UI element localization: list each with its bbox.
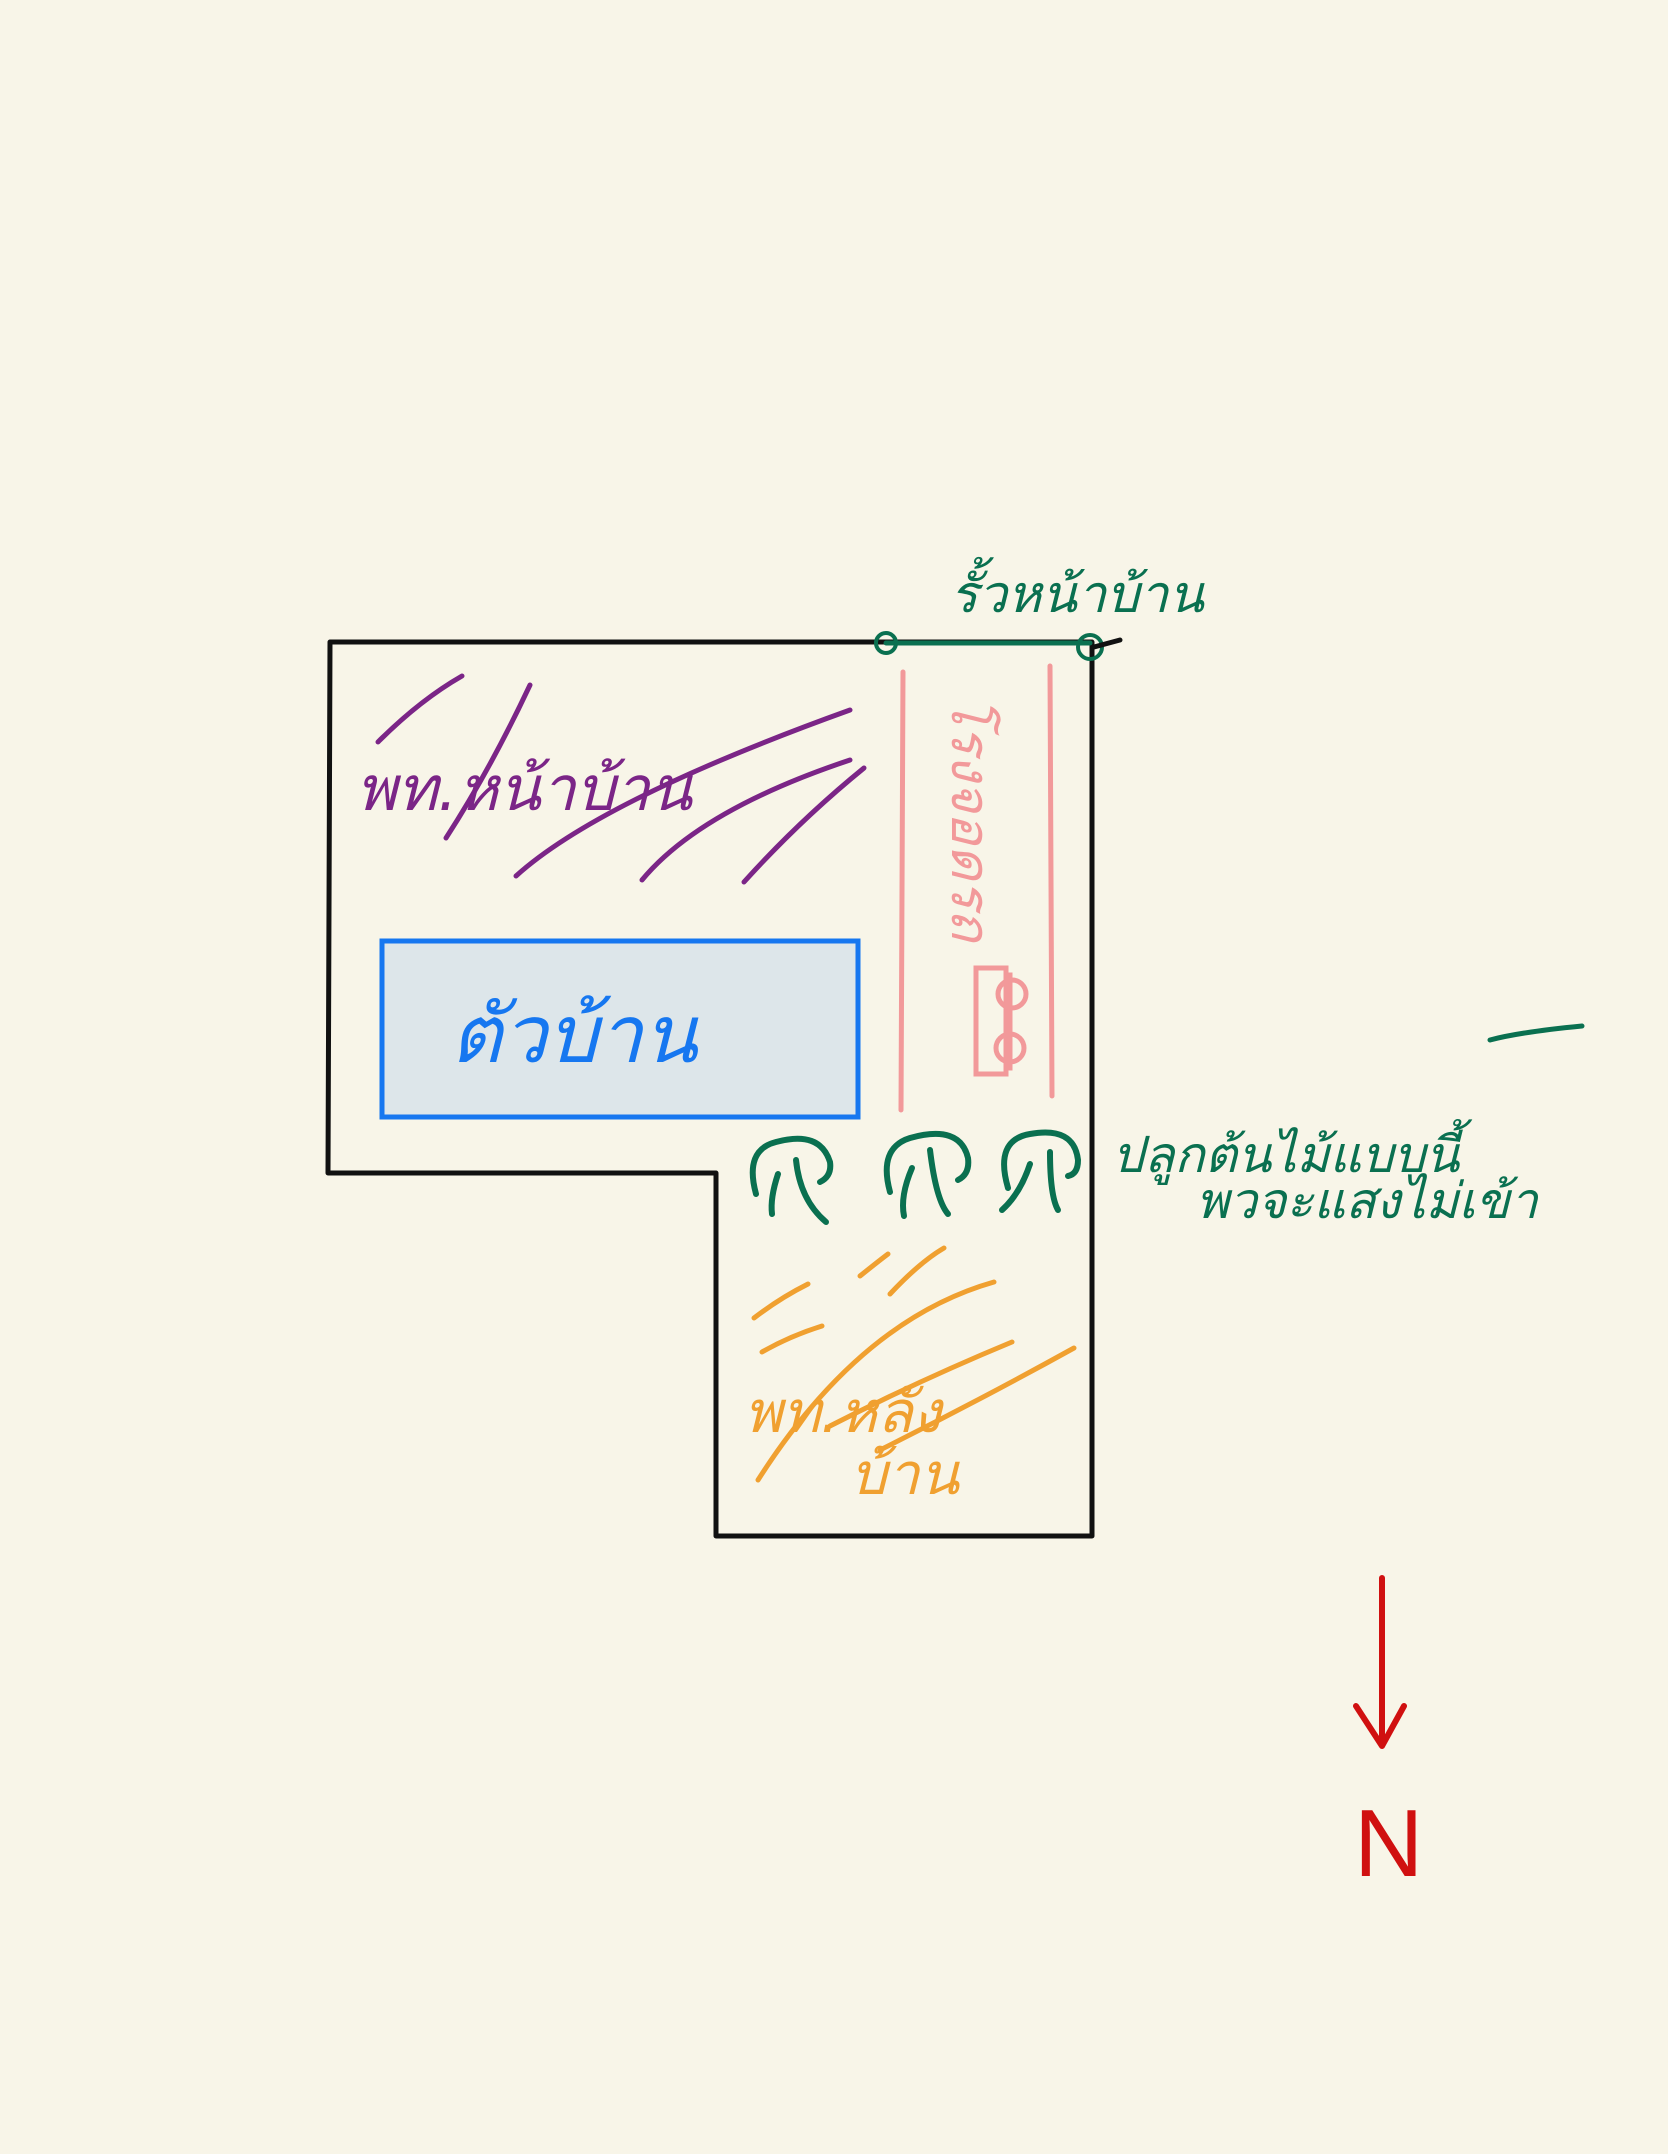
tree-note-line1: ปลูกต้นไม้แบบนี้ <box>1112 1119 1473 1186</box>
garage-lane <box>898 663 1055 1113</box>
tree-row <box>749 1129 1082 1225</box>
garage-label: โรงจอดรถ <box>939 696 1002 945</box>
front-fence <box>874 631 1123 661</box>
back-area-label-line2: บ้าน <box>850 1440 960 1508</box>
back-area-label-line1: พท.หลัง <box>744 1378 945 1446</box>
tree-icon <box>883 1131 972 1219</box>
front-area-label: พท.หน้าบ้าน <box>356 752 694 825</box>
house-block <box>379 938 861 1120</box>
tree-note-tick <box>1487 1023 1585 1043</box>
tree-icon <box>749 1135 834 1225</box>
house-label: ตัวบ้าน <box>450 988 700 1081</box>
tree-icon <box>999 1129 1082 1213</box>
car-icon <box>973 965 1029 1077</box>
front-area-hatching <box>375 673 867 885</box>
arrow-down-icon <box>1353 1575 1407 1749</box>
fence-label: รั้วหน้าบ้าน <box>950 556 1205 625</box>
north-label: N <box>1354 1790 1423 1897</box>
back-area-hatching <box>751 1245 1077 1483</box>
tree-note-line2: พวจะแสงไม่เข้า <box>1196 1172 1540 1230</box>
